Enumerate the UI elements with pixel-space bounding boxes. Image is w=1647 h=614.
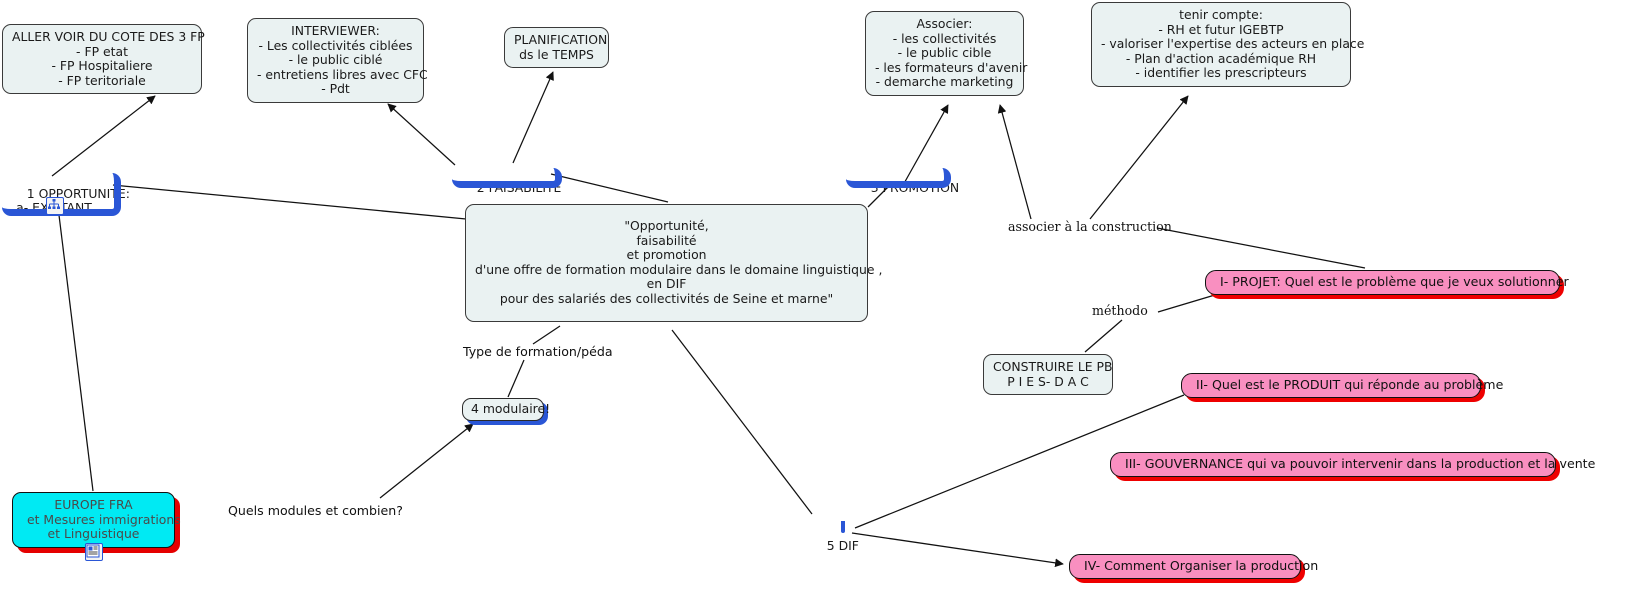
hierarchy-resource-icon[interactable] — [46, 197, 64, 215]
link-central-faisabilite — [550, 173, 669, 203]
link-faisabilite-interviewer — [387, 103, 456, 166]
link-opportunite-allervoir — [51, 95, 156, 177]
label-associer-a-la-construction: associer à la construction — [1008, 219, 1172, 234]
link-central-dif — [671, 329, 813, 515]
link-dif-produit — [854, 394, 1185, 529]
link-promotion-associer — [901, 104, 949, 188]
node-5-dif-label: 5 DIF — [826, 537, 859, 553]
link-methodo-construire — [1084, 319, 1123, 353]
link-opportunite-europe — [57, 206, 94, 492]
link-typeformation-modulaire — [507, 359, 525, 398]
label-quels-modules-et-combien: Quels modules et combien? — [228, 503, 403, 518]
node-construire-le-pb[interactable]: CONSTRUIRE LE PB P I E S- D A C — [983, 354, 1113, 396]
node-interviewer[interactable]: INTERVIEWER: - Les collectivités ciblées… — [247, 18, 428, 103]
link-central-typeformation — [532, 325, 561, 345]
node-europe-fra[interactable]: EUROPE FRA et Mesures immigrations et Li… — [12, 492, 181, 548]
link-construction-associer — [997, 104, 1032, 220]
node-aller-voir-3fp[interactable]: ALLER VOIR DU COTE DES 3 FP - FP etat - … — [2, 24, 205, 95]
node-i-projet[interactable]: I- PROJET: Quel est le problème que je v… — [1205, 270, 1569, 295]
node-ii-produit[interactable]: II- Quel est le PRODUIT qui réponde au p… — [1181, 373, 1503, 398]
node-3-promotion-shadow — [846, 168, 951, 188]
node-planification[interactable]: PLANIFICATION ds le TEMPS — [504, 27, 609, 69]
link-dif-organiser — [851, 532, 1064, 568]
link-central-promotion — [867, 185, 890, 208]
label-type-de-formation-peda: Type de formation/péda — [463, 344, 613, 359]
document-resource-icon[interactable] — [85, 543, 103, 561]
node-iv-organiser[interactable]: IV- Comment Organiser la production — [1069, 554, 1318, 579]
node-iii-gouvernance[interactable]: III- GOUVERNANCE qui va pouvoir interven… — [1110, 452, 1595, 477]
node-5-dif[interactable]: 5 DIF — [802, 520, 859, 572]
node-central-statement[interactable]: "Opportunité, faisabilité et promotion d… — [465, 204, 882, 322]
node-2-faisabilite-shadow — [452, 168, 562, 188]
node-5-dif-shadow — [841, 521, 845, 533]
node-associer[interactable]: Associer: - les collectivités - le publi… — [865, 11, 1027, 96]
link-construction-projet — [1156, 227, 1366, 269]
node-tenir-compte[interactable]: tenir compte: - RH et futur IGEBTP - val… — [1091, 2, 1364, 87]
link-quelsmodules-modulaire — [379, 423, 474, 499]
link-faisabilite-planification — [512, 71, 554, 164]
link-central-opportunite — [112, 184, 467, 220]
link-construction-tenircompte — [1089, 95, 1189, 220]
node-4-modulaire[interactable]: 4 modulaire! — [462, 398, 550, 421]
label-methodo: méthodo — [1092, 303, 1148, 318]
